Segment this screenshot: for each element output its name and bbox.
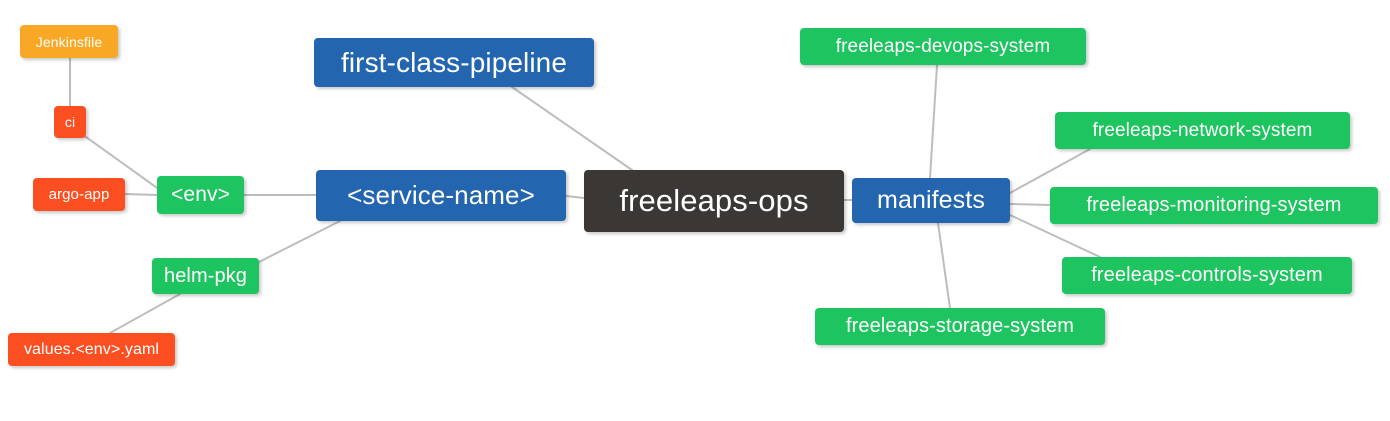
edge-freeleaps-devops-system-to-manifests [929, 64, 938, 179]
edge-first-class-pipeline-to-freeleaps-ops [511, 86, 633, 171]
node-manifests[interactable]: manifests [852, 178, 1010, 223]
edge-manifests-to-freeleaps-monitoring-system [1009, 203, 1051, 206]
edge-helm-pkg-to-values-yaml [109, 293, 181, 334]
edge-service-name-to-freeleaps-ops [565, 195, 585, 199]
node-freeleaps-ops[interactable]: freeleaps-ops [584, 170, 844, 232]
node-argo-app[interactable]: argo-app [33, 178, 125, 211]
edge-argo-app-to-env [124, 193, 158, 196]
node-service-name[interactable]: <service-name> [316, 170, 566, 221]
node-helm-pkg[interactable]: helm-pkg [152, 258, 259, 294]
node-ci[interactable]: ci [54, 106, 86, 138]
node-freeleaps-storage-system[interactable]: freeleaps-storage-system [815, 308, 1105, 345]
edge-manifests-to-freeleaps-storage-system [937, 222, 951, 309]
edge-service-name-to-helm-pkg [258, 220, 341, 263]
node-first-class-pipeline[interactable]: first-class-pipeline [314, 38, 594, 87]
node-freeleaps-network-system[interactable]: freeleaps-network-system [1055, 112, 1350, 149]
node-jenkinsfile[interactable]: Jenkinsfile [20, 25, 118, 58]
node-values-yaml[interactable]: values.<env>.yaml [8, 333, 175, 366]
node-env[interactable]: <env> [157, 176, 244, 214]
node-freeleaps-controls-system[interactable]: freeleaps-controls-system [1062, 257, 1352, 294]
node-freeleaps-monitoring-system[interactable]: freeleaps-monitoring-system [1050, 187, 1378, 224]
node-freeleaps-devops-system[interactable]: freeleaps-devops-system [800, 28, 1086, 65]
